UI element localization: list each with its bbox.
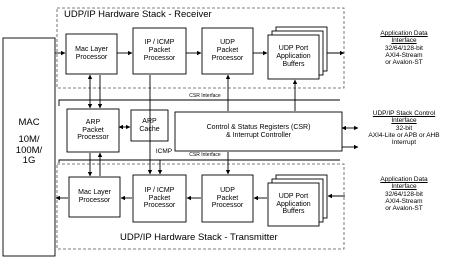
mac-speeds-label: 10M/ 100M/ 1G xyxy=(15,134,43,167)
ctrl-interface-desc: UDP/IP Stack Control Interface 32-bit AX… xyxy=(350,110,458,146)
csr-interface-bottom-label: CSR Interface xyxy=(189,152,221,158)
rx-ip-icmp-box xyxy=(132,27,187,75)
rx-ip-icmp-label: IP / ICMP Packet Processor xyxy=(143,39,176,62)
ctrl-interface-title: UDP/IP Stack Control Interface xyxy=(372,110,436,125)
tx-udp-label: UDP Packet Processor xyxy=(211,186,244,210)
csr-interface-top-label: CSR Interface xyxy=(189,93,221,99)
arp-processor-box xyxy=(66,108,120,153)
arp-cache-box xyxy=(130,109,169,142)
tx-udp-box xyxy=(201,174,254,223)
csr-interface-top-bus xyxy=(58,99,340,106)
transmitter-stack-region xyxy=(56,163,345,250)
csr-interface-bottom-bus xyxy=(58,159,340,163)
transmitter-title: UDP/IP Hardware Stack - Transmitter xyxy=(120,232,278,243)
tx-udp-port-box xyxy=(267,182,320,227)
tx-udp-port-label: UDP Port Application Buffers xyxy=(276,192,311,216)
receiver-stack-region xyxy=(56,7,345,89)
rx-udp-port-label: UDP Port Application Buffers xyxy=(276,45,311,68)
rx-mac-layer-label: Mac Layer Processor xyxy=(75,46,108,61)
receiver-title: UDP/IP Hardware Stack - Receiver xyxy=(64,9,212,20)
app-rx-interface-desc: Application Data Interface 32/64/128-bit… xyxy=(350,30,458,66)
tx-mac-layer-label: Mac Layer Processor xyxy=(78,189,111,204)
app-tx-interface-title: Application Data Interface xyxy=(380,176,428,191)
rx-udp-port-box xyxy=(267,34,320,80)
csr-box xyxy=(174,111,343,152)
mac-label: MAC xyxy=(18,117,40,128)
tx-mac-layer-box xyxy=(68,176,121,218)
mac-block xyxy=(2,37,56,257)
arp-cache-label: ARP Cache xyxy=(139,117,160,133)
tx-ip-icmp-label: IP / ICMP Packet Processor xyxy=(143,186,176,210)
arp-processor-label: ARP Packet Processor xyxy=(77,118,109,142)
rx-mac-layer-box xyxy=(65,33,118,75)
tx-ip-icmp-box xyxy=(132,174,187,223)
app-tx-interface-desc: Application Data Interface 32/64/128-bit… xyxy=(350,176,458,212)
ctrl-interface-body: 32-bit AXI4-Lite or APB or AHB Interrupt xyxy=(368,124,440,147)
app-tx-interface-body: 32/64/128-bit AXI4-Stream or Avalon-ST xyxy=(385,190,423,213)
rx-udp-box xyxy=(201,27,254,75)
csr-label: Control & Status Registers (CSR) & Inter… xyxy=(206,123,311,139)
app-rx-interface-title: Application Data Interface xyxy=(380,30,428,45)
icmp-label: ICMP xyxy=(155,148,173,155)
app-rx-interface-body: 32/64/128-bit AXI4-Stream or Avalon-ST xyxy=(385,44,423,67)
rx-udp-label: UDP Packet Processor xyxy=(211,39,244,62)
